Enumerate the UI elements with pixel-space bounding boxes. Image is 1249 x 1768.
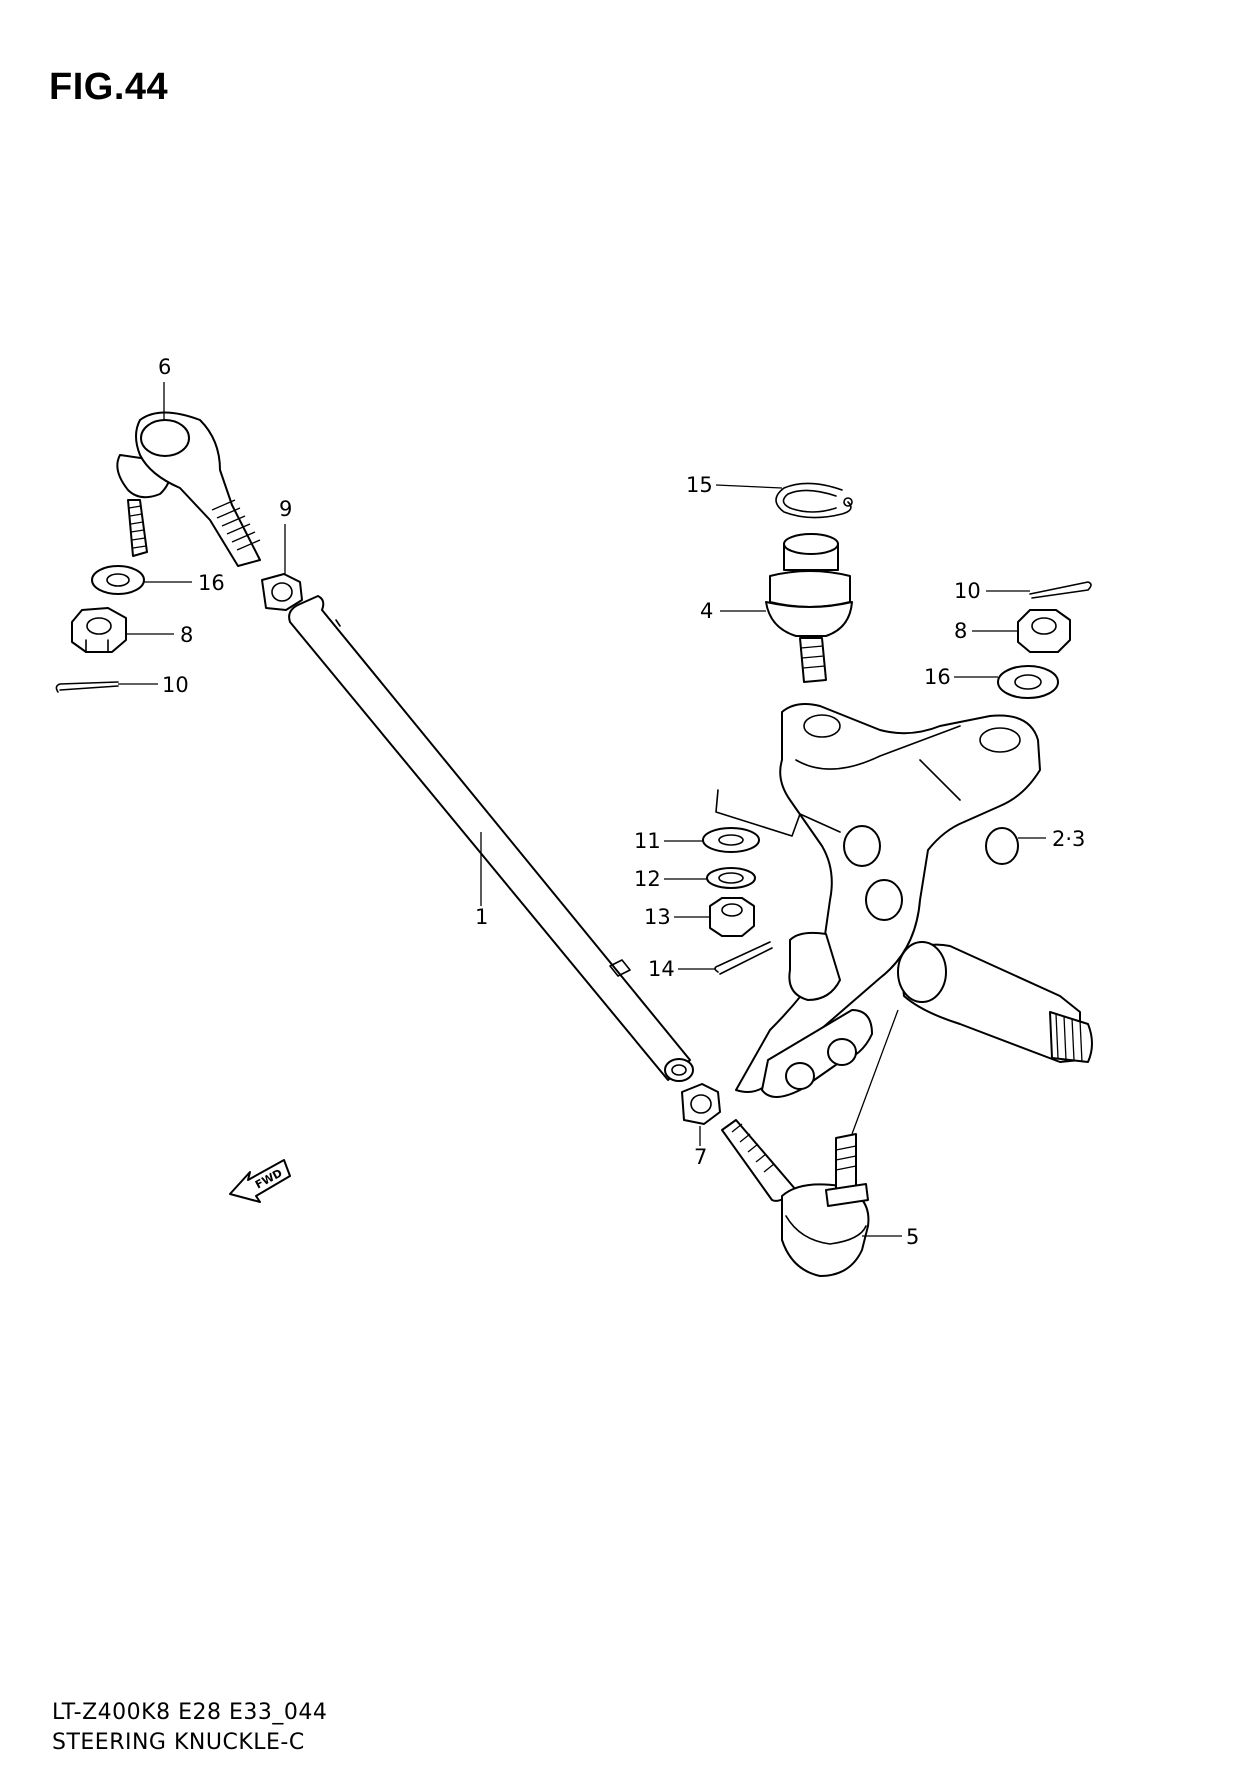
section-name: STEERING KNUCKLE-C: [52, 1730, 305, 1755]
callout-10-right: 10: [954, 579, 981, 603]
callout-7: 7: [694, 1145, 707, 1169]
castle-nut-13: [709, 897, 755, 937]
callout-4: 4: [700, 599, 713, 623]
washer-left: [91, 565, 145, 595]
circlip: [775, 482, 853, 519]
cotter-pin-right: [1029, 581, 1092, 599]
callout-8-left: 8: [180, 623, 193, 647]
washer-11: [702, 827, 760, 853]
lock-nut-9: [261, 573, 303, 611]
callout-6: 6: [158, 355, 171, 379]
ball-joint: [765, 533, 853, 683]
tie-rod-end-outer: [116, 411, 261, 567]
callout-14: 14: [648, 957, 675, 981]
steering-knuckle: [735, 703, 1093, 1098]
washer-12: [706, 867, 756, 889]
figure-title: FIG.44: [49, 66, 169, 108]
callout-12: 12: [634, 867, 661, 891]
callout-16-right: 16: [924, 665, 951, 689]
callout-13: 13: [644, 905, 671, 929]
callout-8-right: 8: [954, 619, 967, 643]
lock-nut-7: [681, 1083, 721, 1125]
castle-nut-right: [1017, 609, 1071, 653]
forward-direction-arrow: FWD: [229, 1159, 291, 1203]
tie-rod: [288, 595, 694, 1082]
assembly-bracket-line: [715, 789, 841, 837]
callout-16-left: 16: [198, 571, 225, 595]
callout-10-left: 10: [162, 673, 189, 697]
model-code: LT-Z400K8 E28 E33_044: [52, 1700, 328, 1725]
cotter-pin-14: [714, 941, 773, 975]
callout-11: 11: [634, 829, 661, 853]
tie-rod-end-inner: [721, 1119, 870, 1277]
castle-nut-left: [71, 607, 127, 653]
callouts: 6 9 16 8 10 1 15 4 10 8 16 2·3 1: [118, 355, 1085, 1249]
callout-9: 9: [279, 497, 292, 521]
washer-right: [997, 665, 1059, 699]
callout-2-3: 2·3: [1052, 827, 1085, 851]
cotter-pin-left: [55, 681, 119, 693]
callout-5: 5: [906, 1225, 919, 1249]
callout-1: 1: [475, 905, 488, 929]
callout-15: 15: [686, 473, 713, 497]
